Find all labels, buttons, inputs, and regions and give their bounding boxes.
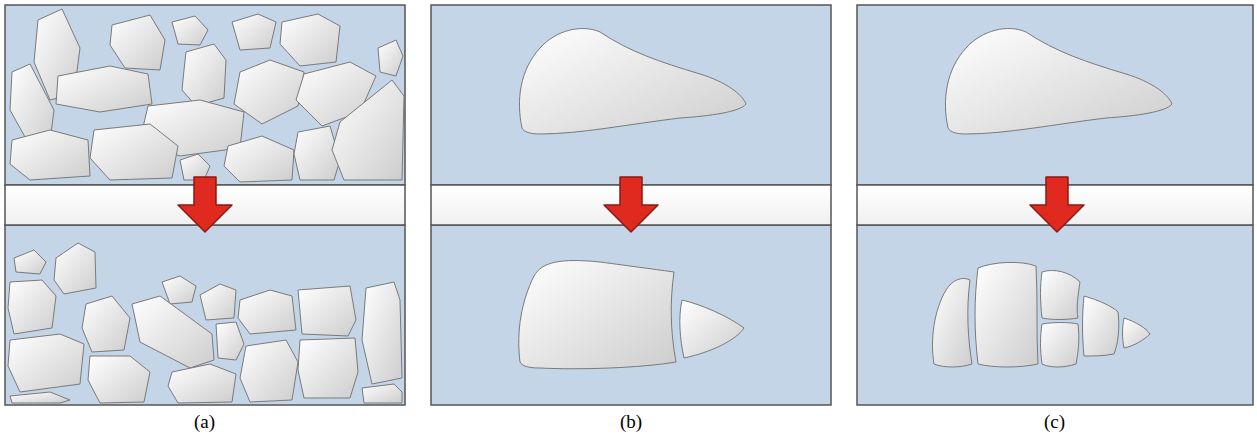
panel-label: (c) [1044, 411, 1065, 434]
panel-b [431, 5, 831, 405]
panel-label: (a) [194, 411, 215, 434]
down-arrow [178, 177, 232, 232]
panel-label: (b) [620, 411, 642, 434]
panel-c [857, 5, 1253, 405]
down-arrow [604, 177, 658, 232]
down-arrow [1030, 177, 1084, 232]
panel-a [5, 5, 405, 405]
